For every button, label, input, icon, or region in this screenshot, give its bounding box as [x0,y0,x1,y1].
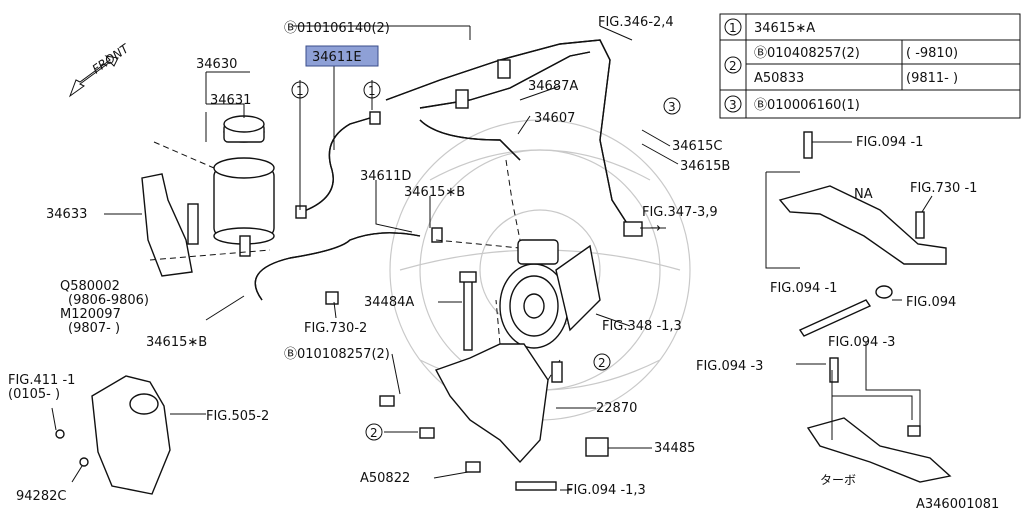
label-34485: 34485 [654,441,695,456]
bolt-head [459,271,477,283]
drawing-id: A346001081 [916,497,999,512]
label-34607: 34607 [534,111,575,126]
label-bolt-top: Ⓑ010106140(2) [284,21,390,36]
label-fig094-3a: FIG.094 -3 [696,359,763,374]
callout-2b: 2 [370,426,378,440]
bracket-bolt [551,361,563,383]
hose-clamp [431,227,443,243]
legend-circle-3: 3 [729,98,737,112]
pump-bracket [434,343,549,464]
label-fig094-3b: FIG.094 -3 [828,335,895,350]
label-fig505: FIG.505-2 [206,409,269,424]
callout-1a: 1 [296,84,304,98]
label-94282c: 94282C [16,489,66,504]
legend-circle-2: 2 [729,59,737,73]
legend-row-1-part: 34615∗A [754,21,815,36]
parts-legend-table: 1 34615∗A 2 Ⓑ010408257(2) ( -9810) A5083… [719,13,1021,119]
hose-34611e [295,117,371,215]
hose-clamp [325,291,339,305]
bolt-icon [803,131,813,159]
bolt-icon [907,425,921,437]
reservoir-tank [213,115,275,257]
label-turbo: ターボ [820,473,856,487]
label-34687a: 34687A [528,79,578,94]
label-34633: 34633 [46,207,87,222]
bracket-bolt [419,427,435,439]
arrow-right-icon: → [650,221,661,236]
label-34484a: 34484A [364,295,414,310]
pulley-adapter [585,437,609,457]
highlighted-part-box [305,45,379,67]
label-fig347: FIG.347-3,9 [642,205,718,220]
label-34630: 34630 [196,57,237,72]
label-fig411-range: (0105- ) [8,387,60,402]
label-fig348: FIG.348 -1,3 [602,319,682,334]
label-fig094-1b: FIG.094 -1 [770,281,837,296]
legend-row-2-part-b: A50833 [754,71,804,86]
label-q580002-range: (9806-9806) [68,293,149,308]
callout-1b: 1 [368,84,376,98]
label-m120097: M120097 [60,307,121,322]
cover-panel [91,375,171,495]
highlighted-part-label: 34611E [312,50,362,65]
power-steering-pump [499,239,601,349]
legend-circle-1: 1 [729,21,737,35]
label-34615c: 34615C [672,139,722,154]
label-fig346: FIG.346-2,4 [598,15,674,30]
bolt-icon [187,203,199,245]
long-bolt [463,279,473,351]
pressure-pipe [385,39,643,237]
front-label: FRONT [90,41,133,77]
bracket-bolt [379,395,395,407]
label-fig730-1: FIG.730 -1 [910,181,977,196]
leader-lines [51,25,933,491]
turbo-bracket [806,417,952,483]
callout-3: 3 [668,100,676,114]
hose-clamp [295,205,307,219]
label-fig411: FIG.411 -1 [8,373,75,388]
label-34615b-bottom: 34615∗B [146,335,207,350]
bolt-icon [915,211,925,239]
legend-row-3-part: Ⓑ010006160(1) [754,98,860,113]
legend-row-2-part-a: Ⓑ010408257(2) [754,46,860,61]
label-fig094-1a: FIG.094 -1 [856,135,923,150]
label-na: NA [854,187,873,202]
label-22870: 22870 [596,401,637,416]
bolt-icon [829,357,839,383]
hose-34611d [254,232,421,301]
label-34631: 34631 [210,93,251,108]
label-m120097-range: (9807- ) [68,321,120,336]
na-bracket [778,185,947,265]
reservoir-bracket [141,173,193,277]
hose-clamp [369,111,381,125]
label-a50822: A50822 [360,471,410,486]
label-q580002: Q580002 [60,279,120,294]
label-fig730-2: FIG.730-2 [304,321,367,336]
bracket-bolt [465,461,481,473]
label-34615b: 34615B [680,159,730,174]
legend-row-2-range-a: ( -9810) [906,46,958,61]
label-34611d: 34611D [360,169,411,184]
bracket-bolt [515,481,557,491]
label-fig094-1-3: FIG.094 -1,3 [566,483,646,498]
label-bolt-mid: Ⓑ010108257(2) [284,347,390,362]
front-arrow-icon: FRONT [68,41,133,98]
callout-2a: 2 [598,356,606,370]
label-34615b-top: 34615∗B [404,185,465,200]
callout-circles: 1 1 3 2 2 [291,81,681,441]
bolt-icon [798,299,872,337]
label-fig094: FIG.094 [906,295,956,310]
legend-row-2-range-b: (9811- ) [906,71,958,86]
